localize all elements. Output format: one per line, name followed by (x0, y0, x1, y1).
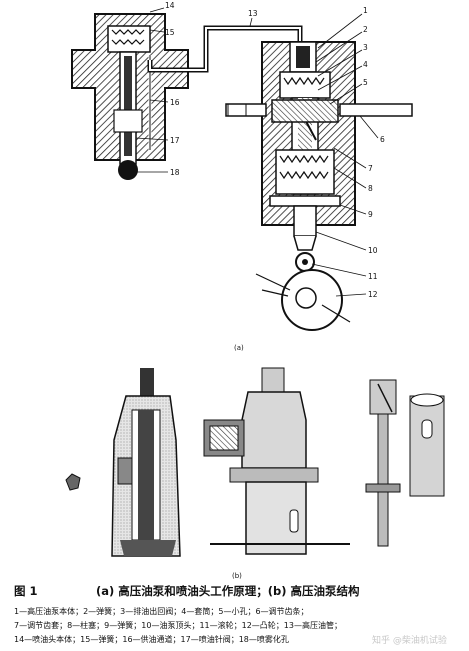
part-label: 8 (368, 184, 373, 193)
part-label: 2 (363, 25, 368, 34)
injector-assembly (71, 13, 189, 180)
part-label: 10 (368, 246, 378, 255)
figure-number: 图 1 (14, 584, 38, 598)
pump-assembly (225, 41, 413, 331)
panel-label-b: (b) (232, 572, 242, 580)
pump-cutaway-photo (65, 368, 181, 557)
part-label: 6 (380, 135, 385, 144)
part-label: 1 (363, 6, 368, 15)
part-label: 15 (165, 28, 175, 37)
part-label: 11 (368, 272, 378, 281)
watermark: 知乎 @柴油机试验 (372, 636, 447, 646)
figure-title: (a) 高压油泵和喷油头工作原理；(b) 高压油泵结构 (96, 584, 360, 598)
part-label: 12 (368, 290, 378, 299)
part-label: 5 (363, 78, 368, 87)
part-label: 14 (165, 1, 175, 10)
legend-line-2: 7—调节齿套；8—柱塞；9—弹簧；10—油泵顶头；11—滚轮；12—凸轮；13—… (14, 621, 342, 630)
part-label: 17 (170, 136, 180, 145)
part-label: 4 (363, 60, 368, 69)
part-labels: 1 2 3 4 5 6 7 8 9 10 11 12 13 14 15 16 1… (165, 1, 385, 299)
part-label: 18 (170, 168, 180, 177)
part-label: 9 (368, 210, 373, 219)
figure-caption: 图 1 (a) 高压油泵和喷油头工作原理；(b) 高压油泵结构 (14, 583, 459, 599)
part-label: 7 (368, 164, 373, 173)
panel-label-a: (a) (234, 344, 244, 352)
legend-line-1: 1—高压油泵本体；2—弹簧；3—排油出回阀；4—套筒；5—小孔；6—调节齿条； (14, 607, 309, 616)
legend-line-3: 14—喷油头本体；15—弹簧；16—供油通道；17—喷油针阀；18—喷雾化孔 (14, 635, 289, 644)
part-label: 3 (363, 43, 368, 52)
part-label: 16 (170, 98, 180, 107)
pump-body-photo (203, 367, 350, 555)
leader-lines (135, 7, 379, 297)
plunger-barrel-photo (365, 379, 445, 547)
part-label: 13 (248, 9, 258, 18)
